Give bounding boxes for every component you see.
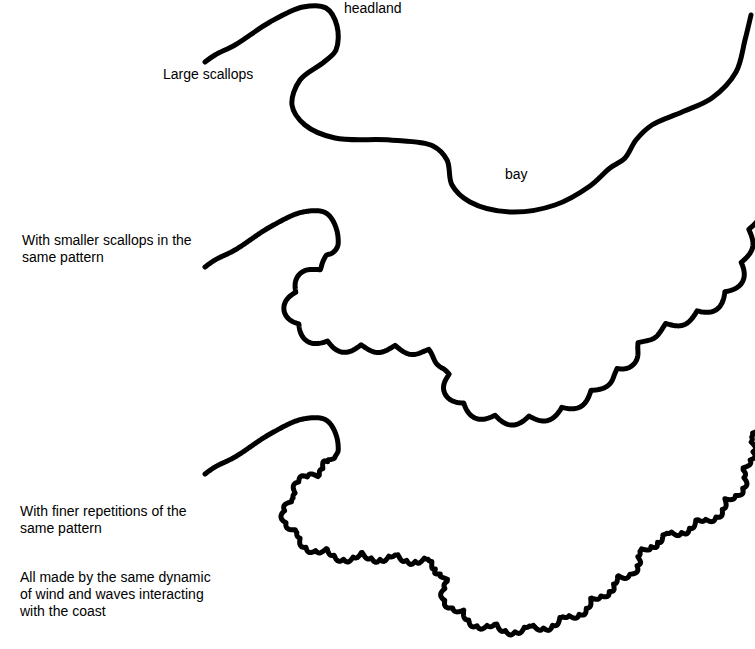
annotation-label: With smaller scallops in the same patter… xyxy=(22,232,212,266)
coastline-smaller xyxy=(205,211,755,425)
coastline-large xyxy=(205,6,751,212)
annotation-label: All made by the same dynamic of wind and… xyxy=(20,569,220,620)
annotation-label: headland xyxy=(344,0,402,17)
annotation-label: With finer repetitions of the same patte… xyxy=(20,503,210,537)
coastline-finer xyxy=(205,418,755,635)
annotation-label: bay xyxy=(505,166,528,183)
annotation-label: Large scallops xyxy=(163,66,253,83)
